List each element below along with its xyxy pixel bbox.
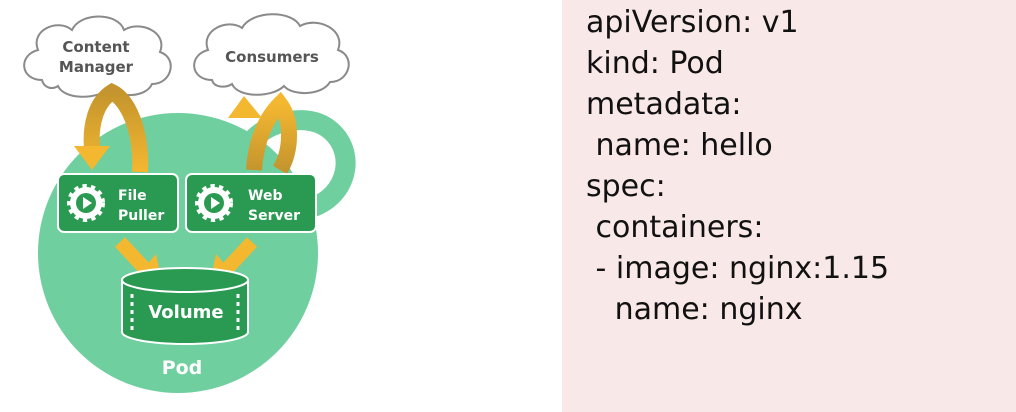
yaml-line: - image: nginx:1.15 (586, 251, 890, 286)
content-manager-label-line2: Manager (59, 58, 134, 76)
file-puller-label-line2: Puller (118, 208, 164, 224)
volume-cylinder: Volume (121, 267, 249, 345)
file-puller-container: File Puller (57, 173, 179, 233)
yaml-line: containers: (586, 210, 764, 245)
web-server-label-line2: Server (248, 208, 300, 224)
yaml-line: name: hello (586, 128, 773, 163)
gear-icon (195, 184, 233, 222)
content-manager-label-line1: Content (62, 38, 129, 56)
yaml-line: name: nginx (586, 292, 803, 327)
file-puller-label-line1: File (118, 188, 147, 204)
pod-label: Pod (162, 357, 203, 379)
volume-label: Volume (148, 302, 223, 323)
arrow-content-to-puller (74, 82, 149, 173)
web-server-container: Web Server (185, 173, 317, 233)
consumers-label: Consumers (225, 48, 319, 66)
yaml-line: metadata: (586, 87, 742, 122)
yaml-line: kind: Pod (586, 46, 724, 81)
yaml-line: spec: (586, 169, 666, 204)
consumers-cloud: Consumers (193, 13, 350, 96)
gear-icon (67, 184, 105, 222)
content-manager-cloud: Content Manager (23, 15, 172, 98)
web-server-label-line1: Web (248, 188, 282, 204)
arrow-server-to-consumers (228, 91, 297, 175)
pod-diagram: Content Manager Consumers File Puller (23, 13, 356, 393)
yaml-panel: apiVersion: v1 kind: Pod metadata: name:… (562, 0, 1016, 412)
pod-circle (38, 113, 318, 393)
yaml-line: apiVersion: v1 (586, 5, 799, 40)
